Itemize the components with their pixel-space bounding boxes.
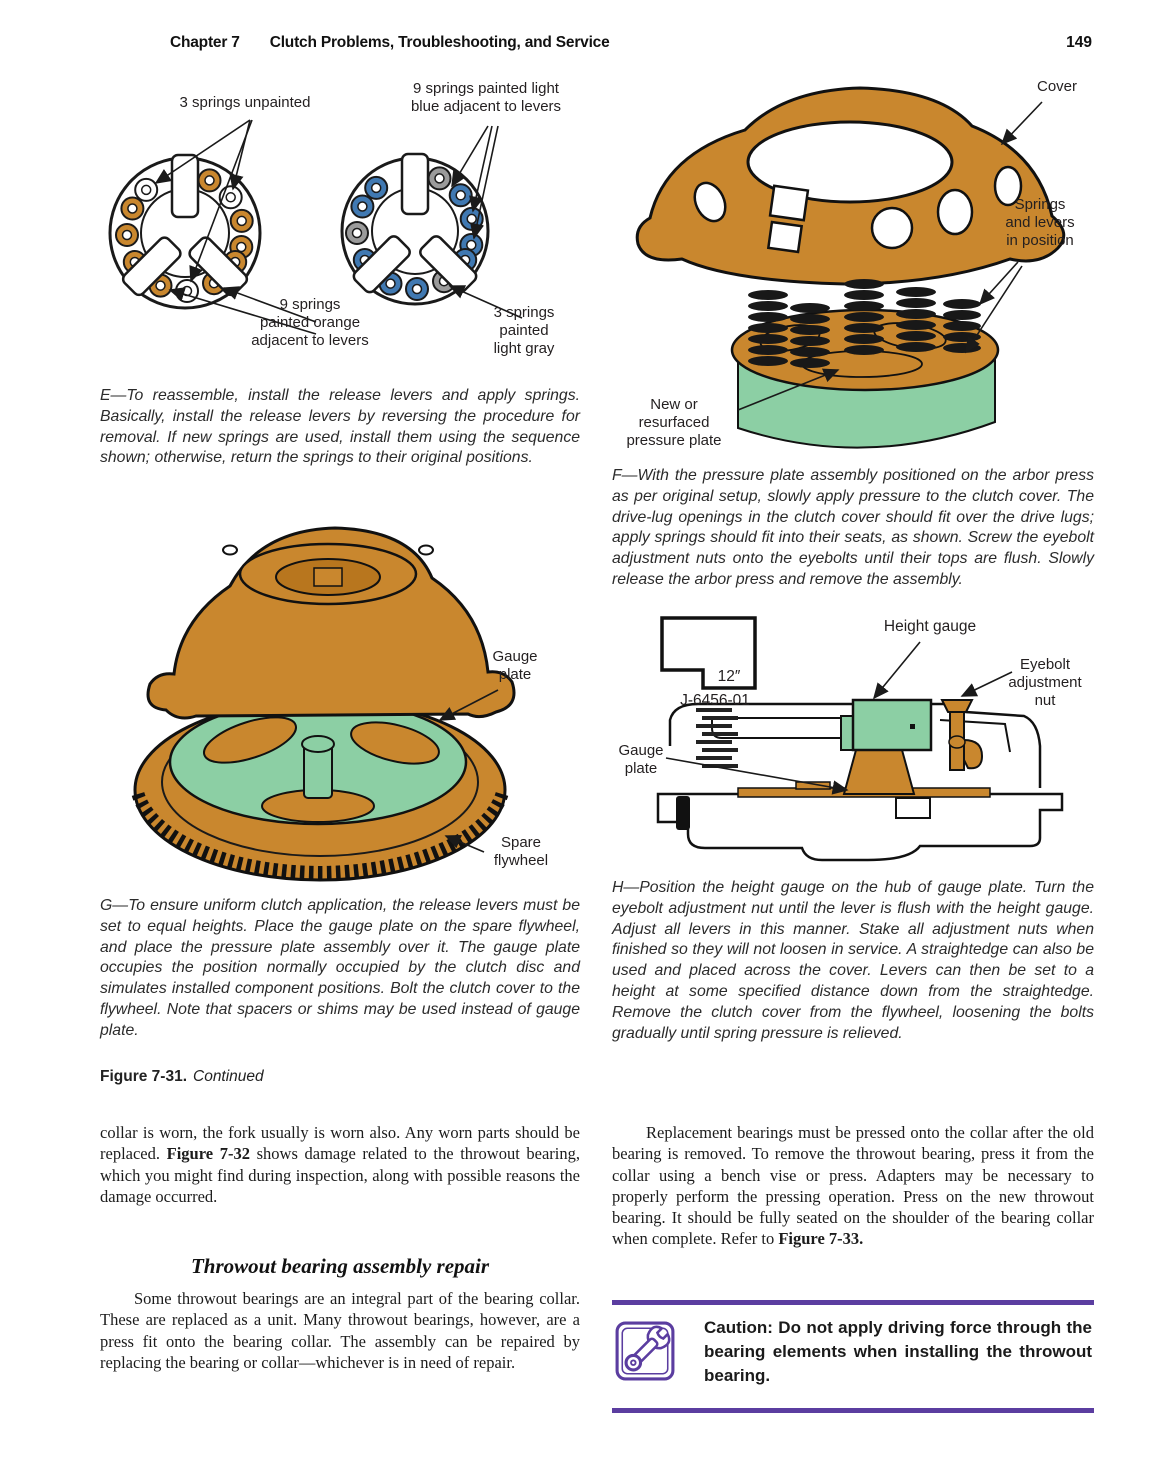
cover-illustration bbox=[635, 86, 1066, 449]
para-some-throwout: Some throwout bearings are an integral p… bbox=[100, 1289, 580, 1372]
figure-gauge-plate-flywheel: Gauge plate Spare flywheel bbox=[100, 512, 580, 884]
right-spring-disc bbox=[340, 152, 490, 306]
height-gauge-illustration bbox=[656, 616, 1064, 862]
figure-height-gauge: 12″ J-6456-01 Height gauge Eyebolt adjus… bbox=[610, 612, 1100, 874]
page-header: Chapter 7 Clutch Problems, Troubleshooti… bbox=[170, 34, 930, 53]
wrench-icon bbox=[614, 1320, 676, 1387]
page-number: 149 bbox=[1066, 34, 1092, 51]
caution-rule-top bbox=[612, 1300, 1094, 1305]
label-cover: Cover bbox=[1036, 78, 1077, 95]
figure-31-label: Figure 7-31. bbox=[100, 1068, 187, 1085]
figure-spring-discs: 3 springs unpainted 9 springs painted li… bbox=[100, 80, 580, 380]
figure-7-32-reference: Figure 7-32 bbox=[166, 1144, 250, 1164]
gauge-tool-outline bbox=[660, 616, 757, 690]
figure-cover-pressure-plate: Cover Springs and levers in position New… bbox=[610, 70, 1100, 466]
section-heading-throwout-bearing: Throwout bearing assembly repair bbox=[190, 1254, 490, 1278]
para-replacement-pre: Replacement bearings must be pressed ont… bbox=[612, 1123, 1094, 1249]
caution-rule-bottom bbox=[612, 1408, 1094, 1413]
caption-g: G—To ensure uniform clutch application, … bbox=[100, 897, 580, 1039]
para-collar-worn: collar is worn, the fork usually is worn… bbox=[100, 1122, 580, 1207]
label-spare-flywheel: Spare flywheel bbox=[493, 834, 549, 869]
label-springs-orange: 9 springs painted orange adjacent to lev… bbox=[251, 296, 369, 349]
caption-f: F—With the pressure plate assembly posit… bbox=[612, 467, 1094, 588]
label-gauge-plate-section: Gauge plate bbox=[618, 742, 664, 777]
label-gauge-plate: Gauge plate bbox=[492, 648, 538, 683]
label-pressure-plate: New or resurfaced pressure plate bbox=[626, 396, 722, 449]
left-spring-disc bbox=[108, 153, 262, 310]
caution-box: Caution: Do not apply driving force thro… bbox=[612, 1300, 1094, 1416]
caption-e: E—To reassemble, install the release lev… bbox=[100, 387, 580, 467]
caption-h: H—Position the height gauge on the hub o… bbox=[612, 879, 1094, 1042]
label-springs-light-blue: 9 springs painted light blue adjacent to… bbox=[410, 80, 562, 115]
para-collar-post: shows damage related to the throwout bea… bbox=[100, 1144, 581, 1206]
label-tool-number: J-6456-01 bbox=[680, 692, 750, 709]
flywheel-illustration bbox=[131, 526, 516, 882]
figure-7-33-reference: Figure 7-33. bbox=[778, 1229, 864, 1249]
chapter-label: Chapter 7 bbox=[170, 34, 240, 51]
spring-discs-illustration bbox=[108, 119, 523, 335]
chapter-title: Clutch Problems, Troubleshooting, and Se… bbox=[269, 34, 610, 51]
label-springs-unpainted: 3 springs unpainted bbox=[179, 94, 311, 111]
para-collar-pre: collar is worn, the fork usually is worn… bbox=[100, 1123, 580, 1164]
para-replacement-bearings: Replacement bearings must be pressed ont… bbox=[612, 1122, 1094, 1250]
label-springs-levers: Springs and levers in position bbox=[1005, 196, 1075, 249]
label-gauge-size: 12″ bbox=[717, 668, 741, 685]
label-eyebolt-nut: Eyebolt adjustment nut bbox=[1008, 656, 1082, 709]
caution-text: Caution: Do not apply driving force thro… bbox=[704, 1318, 1092, 1385]
label-height-gauge: Height gauge bbox=[883, 618, 977, 635]
figure-31-continued: Continued bbox=[193, 1068, 264, 1085]
label-springs-light-gray: 3 springs painted light gray bbox=[493, 304, 555, 357]
figure-31-caption: Figure 7-31. Continued bbox=[100, 1068, 500, 1087]
